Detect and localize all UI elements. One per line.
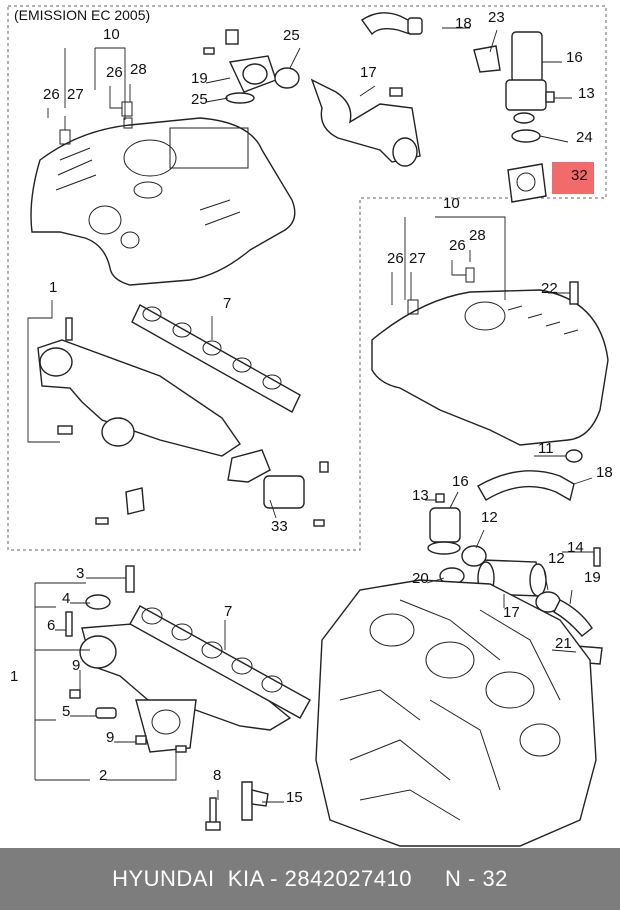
callout-c-17b: 17	[503, 604, 520, 621]
callout-c-11: 11	[538, 440, 554, 457]
callout-c-5: 5	[62, 703, 70, 720]
leader-lines	[27, 27, 594, 803]
callout-c-16a: 16	[566, 49, 583, 66]
callout-c-13b: 13	[412, 487, 429, 504]
callout-c-12b: 12	[548, 550, 565, 567]
callout-c-9a: 9	[72, 657, 80, 674]
engine-cover-lower	[371, 267, 609, 463]
callout-c-14: 14	[567, 539, 584, 556]
intake-manifold-upper	[37, 317, 241, 525]
callout-c-10a: 10	[103, 26, 120, 43]
callout-c-25b: 25	[191, 91, 208, 108]
callout-c-24: 24	[576, 129, 593, 146]
callout-c-9b: 9	[106, 729, 114, 746]
highlight-box-32	[552, 162, 594, 194]
egr-pipe-upper	[203, 12, 423, 167]
callout-c-4: 4	[62, 590, 70, 607]
callout-c-7b: 7	[224, 603, 232, 620]
callout-c-23: 23	[488, 9, 505, 26]
callout-c-15: 15	[286, 789, 303, 806]
callout-c-27a: 27	[67, 86, 84, 103]
callout-c-8: 8	[213, 767, 221, 784]
callout-c-3: 3	[76, 565, 84, 582]
callout-c-28a: 28	[130, 61, 147, 78]
callout-c-7a: 7	[223, 295, 231, 312]
callout-c-18b: 18	[596, 464, 613, 481]
callout-c-26d: 26	[387, 250, 404, 267]
engine-block	[315, 579, 597, 847]
intake-gasket-upper	[131, 304, 301, 413]
egr-valve-upper	[473, 31, 555, 203]
callout-c-32: 32	[571, 167, 588, 184]
callout-c-25a: 25	[283, 27, 300, 44]
callout-c-17a: 17	[360, 64, 377, 81]
callout-c-22: 22	[541, 280, 558, 297]
callout-c-19a: 19	[191, 70, 208, 87]
callout-c-6: 6	[47, 617, 55, 634]
intake-gasket-lower	[129, 605, 311, 719]
callout-c-18a: 18	[455, 15, 472, 32]
callout-c-19b: 19	[584, 569, 601, 586]
footer-bar: HYUNDAI KIA - 2842027410 N - 32	[0, 848, 620, 910]
emission-box-title: (EMISSION EC 2005)	[14, 7, 150, 23]
callout-c-16b: 16	[452, 473, 469, 490]
callout-c-33: 33	[271, 518, 288, 535]
callout-c-1b: 1	[10, 668, 18, 685]
callout-c-21: 21	[555, 635, 572, 652]
callout-c-28b: 28	[469, 227, 486, 244]
callout-c-20: 20	[412, 570, 429, 587]
parts-diagram: (EMISSION EC 2005)	[7, 5, 613, 847]
callout-c-27b: 27	[409, 250, 426, 267]
emission-box-outline	[7, 5, 607, 551]
callout-c-2: 2	[99, 767, 107, 784]
callout-c-13a: 13	[578, 85, 595, 102]
callout-c-12a: 12	[481, 509, 498, 526]
callout-c-1a: 1	[49, 279, 57, 296]
intake-manifold-lower	[65, 565, 292, 753]
bolt-8-bracket-15	[205, 781, 269, 831]
engine-cover-upper	[30, 101, 296, 286]
egr-assembly-lower	[427, 493, 603, 665]
callout-c-26a: 26	[106, 64, 123, 81]
callout-c-26b: 26	[43, 86, 60, 103]
callout-c-26c: 26	[449, 237, 466, 254]
footer-text: HYUNDAI KIA - 2842027410 N - 32	[112, 866, 508, 891]
hose-18-lower	[477, 470, 575, 502]
callout-c-10b: 10	[443, 195, 460, 212]
actuator-33	[227, 449, 329, 527]
